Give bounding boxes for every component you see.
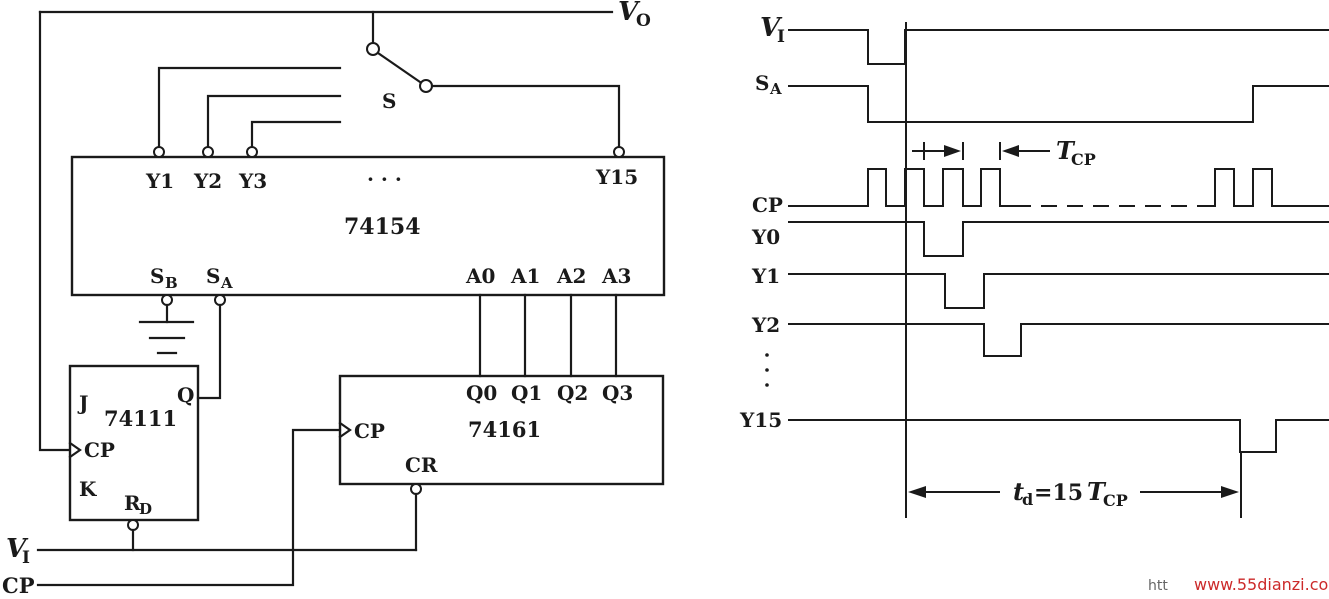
td-arrowhead-right	[1221, 486, 1239, 498]
sb-label-sub: B	[165, 274, 178, 292]
decoder-74154-name: 74154	[344, 214, 421, 240]
y3-label: Y3	[238, 169, 267, 193]
cp-waveform-end	[1200, 168, 1329, 207]
counter-clock-triangle	[338, 421, 352, 439]
y15-pin	[613, 146, 625, 158]
a1-label: A1	[510, 264, 540, 288]
q2-label: Q2	[557, 381, 588, 405]
cr-pin	[410, 483, 422, 495]
td-equals: =15	[1034, 480, 1083, 506]
ff-j-label: J	[77, 391, 88, 415]
decoder-74154-box	[70, 155, 666, 297]
y2-pin	[202, 146, 214, 158]
a2-label: A2	[556, 264, 586, 288]
y2-wire	[206, 94, 342, 149]
outputs-ellipsis: · · ·	[367, 167, 402, 191]
switch-to-y15-wire	[430, 84, 621, 149]
vi-input-label: V	[6, 534, 29, 564]
cp-input-wire	[36, 428, 342, 587]
counter-cp-label: CP	[354, 419, 385, 443]
td-T-label: T	[1087, 477, 1107, 506]
a3-label: A3	[601, 264, 631, 288]
ff-q-label: Q	[177, 383, 194, 407]
rd-pin	[127, 519, 139, 531]
sa-pin	[214, 294, 226, 306]
y2-label: Y2	[193, 169, 222, 193]
td-t-sub: d	[1022, 490, 1033, 509]
flipflop-74111-name: 74111	[104, 406, 177, 431]
td-T-sub: CP	[1103, 491, 1128, 510]
y2-waveform	[788, 323, 1329, 357]
sa-q-wire	[196, 303, 222, 400]
td-arrowhead-left	[908, 486, 926, 498]
y1-waveform	[788, 273, 1329, 309]
y1-wire	[157, 66, 342, 149]
cp-waveform-start	[788, 168, 1015, 207]
tcp-arrowhead-right	[944, 145, 961, 157]
timing-vi-label: V	[760, 13, 783, 43]
ground-icon	[138, 320, 195, 355]
sa-label: S	[206, 264, 220, 288]
timing-sa-label-sub: A	[769, 80, 782, 98]
timing-diagram: V I S A T CP CP Y0 Y1 Y2	[739, 13, 1329, 518]
y15-label: Y15	[595, 165, 638, 189]
vo-label: V	[618, 0, 641, 27]
tcp-label-sub: CP	[1071, 150, 1096, 169]
sa-label-sub: A	[220, 274, 233, 292]
y3-pin	[246, 146, 258, 158]
tcp-arrowhead-left	[1002, 145, 1019, 157]
timing-vi-label-sub: I	[777, 27, 785, 47]
timing-y15-label: Y15	[739, 408, 782, 432]
vo-label-sub: O	[636, 11, 651, 31]
counter-74161-name: 74161	[468, 417, 541, 442]
tcp-label: T	[1056, 136, 1076, 165]
cp-input-label: CP	[2, 573, 35, 598]
ff-rd-label: R	[124, 491, 141, 515]
a0-label: A0	[465, 264, 495, 288]
circuit-diagram: V O S Y1 Y2 Y3 · · · Y15 74154 S B S A A…	[2, 0, 666, 598]
sa-waveform	[788, 85, 1329, 123]
switch-blade	[376, 51, 422, 84]
q0-label: Q0	[466, 381, 497, 405]
y1-pin	[153, 146, 165, 158]
watermark-url: www.55dianzi.com	[1194, 575, 1329, 594]
y15-waveform	[788, 419, 1329, 453]
q1-label: Q1	[511, 381, 542, 405]
timing-y2-label: Y2	[751, 313, 780, 337]
ff-clock-triangle	[68, 441, 82, 459]
y1-label: Y1	[145, 169, 174, 193]
y3-wire	[250, 120, 342, 149]
timing-cp-label: CP	[752, 193, 783, 217]
td-t-label: t	[1013, 477, 1024, 506]
vi-waveform	[788, 29, 1329, 65]
vdot-2	[765, 368, 769, 372]
vdot-1	[765, 353, 769, 357]
switch-label: S	[382, 89, 396, 113]
switch-pivot	[366, 42, 380, 56]
timing-sa-label: S	[755, 71, 769, 95]
sb-pin	[161, 294, 173, 306]
watermark-prefix: htt	[1148, 578, 1168, 594]
counter-cr-label: CR	[405, 453, 438, 477]
switch-contact	[419, 79, 433, 93]
vi-input-label-sub: I	[22, 548, 30, 568]
vdot-3	[765, 383, 769, 387]
timing-y0-label: Y0	[751, 225, 780, 249]
feedback-wire	[38, 10, 70, 452]
q3-label: Q3	[602, 381, 633, 405]
y0-waveform	[788, 221, 1329, 257]
timing-y1-label: Y1	[751, 264, 780, 288]
ff-rd-label-sub: D	[139, 500, 152, 518]
sb-label: S	[150, 264, 164, 288]
ff-cp-label: CP	[84, 438, 115, 462]
ff-k-label: K	[79, 477, 97, 501]
